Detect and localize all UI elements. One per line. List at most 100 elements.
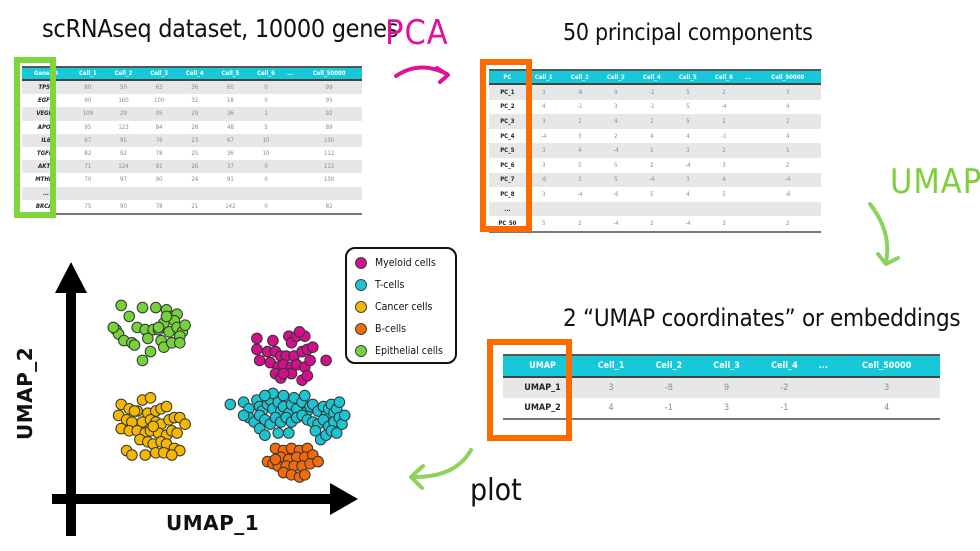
point-b-cells (312, 455, 324, 468)
value-cell (283, 199, 297, 215)
point-myeloid-cells (267, 334, 279, 347)
point-cancer-cells (128, 405, 141, 417)
value-cell: -4 (685, 161, 691, 169)
column-header: Cell_50000 (754, 69, 821, 85)
value-cell: 100 (296, 133, 362, 147)
row-id-cell: IL6 (22, 133, 71, 147)
column-header: Cell_5 (212, 66, 249, 81)
row-id-cell: TGFBI (37, 150, 55, 158)
value-cell: 18 (226, 97, 234, 105)
point-epithelial-cells (179, 319, 191, 332)
column-header: Cell_3 (597, 69, 634, 85)
value-cell: 3 (578, 132, 582, 140)
value-cell: -6 (613, 190, 619, 198)
value-cell: 5 (754, 143, 821, 158)
point-cancer-cells (166, 449, 178, 461)
value-cell: -8 (639, 377, 698, 398)
value-cell: 32 (191, 97, 199, 105)
y-axis-arrowhead-icon (55, 262, 87, 293)
value-cell: 5 (597, 172, 634, 188)
point-cancer-cells (144, 392, 157, 404)
value-cell: 9 (697, 377, 756, 398)
value-cell: 26 (176, 160, 213, 174)
column-header: Cell_4 (176, 66, 213, 81)
value-cell (283, 186, 297, 200)
value-cell: 82 (84, 150, 92, 158)
value-cell: 4 (582, 398, 640, 420)
scatter-points (107, 299, 351, 483)
value-cell: 95 (141, 107, 177, 121)
value-cell: 4 (705, 172, 742, 188)
column-header: Cell_3 (141, 66, 177, 81)
pca-output-title: 50 principal components (563, 20, 813, 46)
row-id-cell: PC_3 (489, 114, 526, 129)
umap-output-title: 2 “UMAP coordinates” or embeddings (563, 304, 961, 332)
value-cell: 4 (686, 132, 690, 140)
value-cell: 2 (561, 216, 598, 233)
legend-label: Myeloid cells (375, 257, 436, 269)
pca-step-label: PCA (385, 13, 449, 53)
value-cell: 36 (212, 107, 249, 121)
pc-highlight-box (480, 59, 532, 232)
point-t-cells (224, 398, 237, 411)
value-cell: -4 (597, 216, 634, 233)
value-cell: 5 (722, 190, 726, 198)
value-cell: 5 (614, 161, 618, 169)
value-cell: 90 (155, 176, 163, 184)
column-header: Cell_1 (525, 69, 562, 85)
value-cell (176, 186, 213, 200)
point-epithelial-cells (136, 301, 149, 314)
value-cell: 95 (84, 123, 92, 131)
value-cell: -4 (721, 103, 727, 111)
value-cell: 78 (141, 199, 177, 215)
value-cell (283, 80, 297, 95)
value-cell: 4 (650, 132, 654, 140)
value-cell (525, 201, 562, 217)
value-cell (561, 201, 598, 217)
value-cell: 24 (191, 176, 199, 184)
point-epithelial-cells (128, 339, 141, 351)
point-epithelial-cells (152, 321, 165, 334)
row-id-cell: PC_1 (489, 84, 526, 100)
point-myeloid-cells (251, 343, 263, 356)
value-cell: 82 (296, 199, 362, 215)
value-cell: 112 (323, 150, 335, 158)
row-id-cell: ... (489, 201, 526, 217)
value-cell: 100 (323, 176, 335, 184)
value-cell: 2 (633, 114, 670, 129)
myeloid-dot-icon (355, 257, 367, 269)
x-axis-arrowhead-icon (330, 483, 358, 515)
value-cell: 2 (705, 84, 742, 100)
row-id-cell: APOE (37, 123, 55, 131)
column-header: ... (283, 66, 297, 81)
value-cell (741, 84, 755, 100)
umap-arrow-icon (868, 202, 900, 266)
value-cell: 28 (191, 123, 199, 131)
point-myeloid-cells (251, 332, 263, 345)
y-axis-label: UMAP_2 (13, 346, 37, 440)
legend-label: Epithelial cells (375, 345, 443, 357)
row-id-cell: TP53 (22, 80, 71, 95)
row-id-cell: UMAP_1 (503, 377, 583, 398)
y-axis-line (66, 290, 76, 536)
point-myeloid-cells (320, 354, 332, 367)
value-cell: 67 (70, 133, 106, 147)
value-cell (105, 186, 142, 200)
legend-item-epithelial: Epithelial cells (355, 342, 443, 360)
point-epithelial-cells (115, 299, 127, 312)
legend-item-b-cells: B-cells (355, 320, 406, 338)
umap-highlight-box (487, 339, 572, 441)
value-cell: 3 (542, 161, 546, 169)
value-cell (813, 398, 834, 420)
value-cell: -4 (669, 216, 706, 233)
column-header: Cell_6 (705, 69, 742, 85)
point-epithelial-cells (160, 310, 173, 323)
value-cell (283, 107, 297, 121)
point-myeloid-cells (253, 354, 266, 367)
